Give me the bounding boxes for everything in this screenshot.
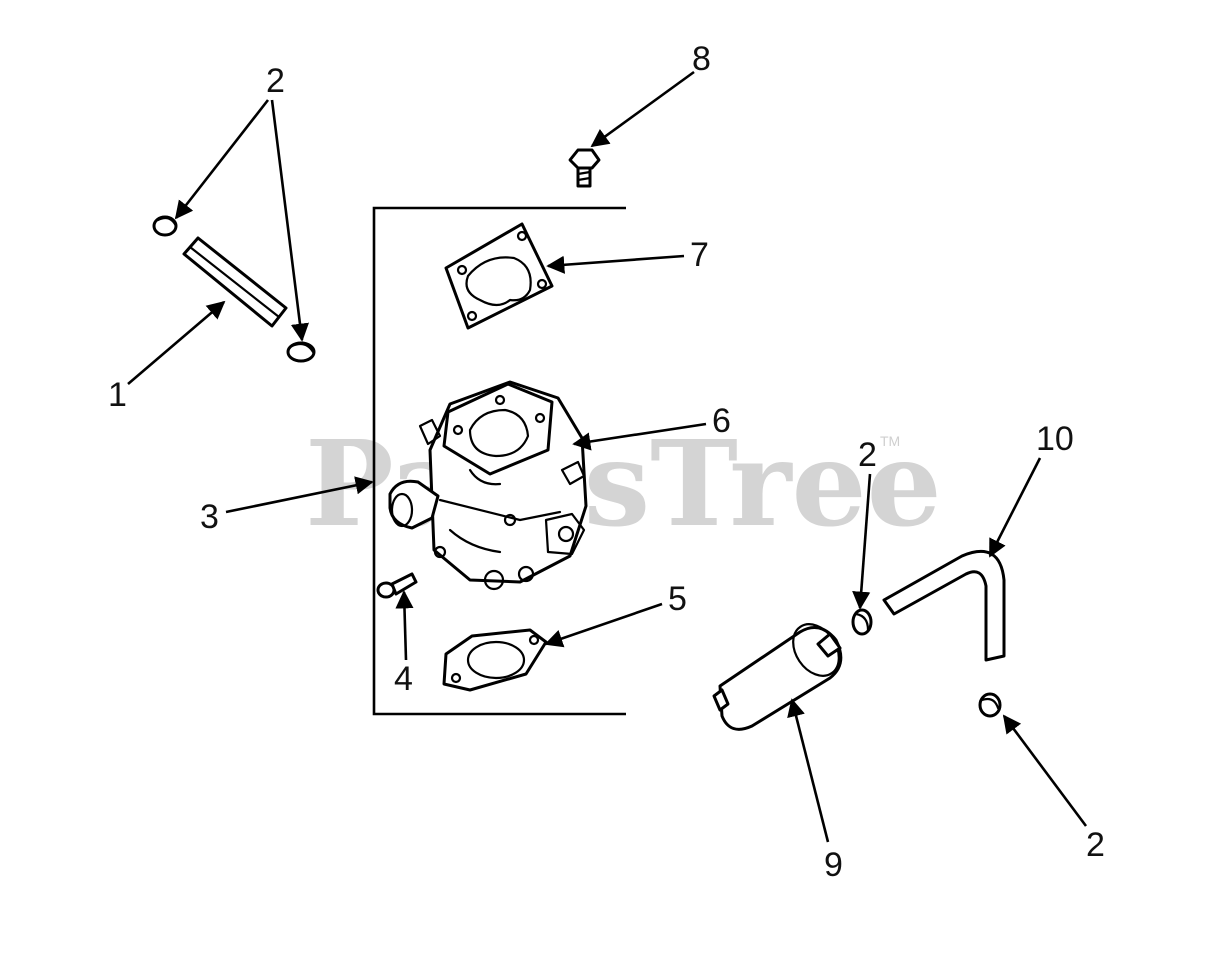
callout-2b: 2 <box>858 436 877 474</box>
upper-gasket <box>444 222 554 330</box>
leader-6 <box>572 422 707 451</box>
hose-section <box>182 236 288 328</box>
callout-9: 9 <box>824 846 843 884</box>
callout-8: 8 <box>692 40 711 78</box>
hose-clamp-lower-left <box>286 341 316 363</box>
callout-4: 4 <box>394 660 413 698</box>
callout-2a: 2 <box>266 62 285 100</box>
hose-clamp-lower-right <box>978 692 1002 718</box>
fitting-screw <box>376 572 418 599</box>
leader-2c <box>1002 714 1088 827</box>
leader-9 <box>787 698 830 843</box>
callout-7: 7 <box>690 236 709 274</box>
leader-3 <box>225 476 374 514</box>
fuel-hose <box>882 550 1006 662</box>
fuel-filter <box>712 623 843 731</box>
callout-6: 6 <box>712 402 731 440</box>
screw <box>568 148 601 188</box>
callout-10: 10 <box>1036 420 1074 458</box>
leader-2b <box>852 473 872 610</box>
leader-8 <box>590 70 695 148</box>
callout-3: 3 <box>200 498 219 536</box>
hose-clamp-upper-left <box>152 215 178 237</box>
watermark-trademark: TM <box>880 433 900 449</box>
leader-7 <box>546 254 685 274</box>
lower-gasket <box>442 628 548 692</box>
leader-10 <box>988 457 1042 558</box>
carburetor <box>388 380 588 591</box>
callout-1: 1 <box>108 376 127 414</box>
leader-2a-2 <box>270 99 309 342</box>
leader-2a-1 <box>174 99 270 220</box>
leader-4 <box>395 590 414 661</box>
callout-2c: 2 <box>1086 826 1105 864</box>
assembly-bracket <box>372 206 626 716</box>
leader-5 <box>544 602 663 648</box>
leader-1 <box>127 300 226 385</box>
hose-clamp-middle-right <box>851 608 873 636</box>
callout-5: 5 <box>668 580 687 618</box>
